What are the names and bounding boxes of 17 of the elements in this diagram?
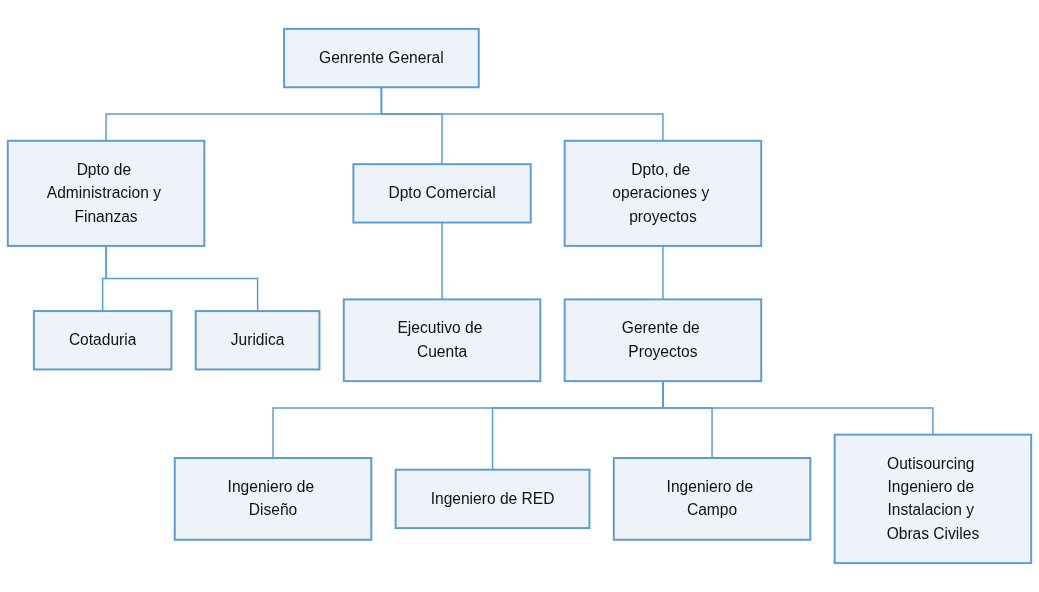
connector	[662, 380, 934, 436]
node-box: Juridica	[194, 310, 321, 371]
node-box: Ingeniero de Diseño	[173, 457, 373, 541]
connector	[105, 245, 259, 312]
node-box: Ingeniero de RED	[394, 468, 591, 530]
connector	[662, 245, 664, 301]
node-box: Ejecutivo de Cuenta	[342, 298, 542, 383]
node-box: Dpto, de operaciones y proyectos	[563, 139, 763, 247]
node-box: Genrente General	[283, 27, 480, 89]
node-box: Gerente de Proyectos	[563, 298, 763, 383]
node-box: Ingeniero de Campo	[612, 457, 812, 541]
connector	[380, 86, 664, 142]
connector	[441, 221, 443, 301]
node-box: Dpto Comercial	[352, 163, 532, 224]
node-box: Outisourcing Ingeniero de Instalacion y Obras Civiles	[833, 433, 1033, 565]
node-box: Dpto de Administracion y Finanzas	[6, 139, 206, 247]
node-box: Cotaduria	[32, 310, 173, 371]
